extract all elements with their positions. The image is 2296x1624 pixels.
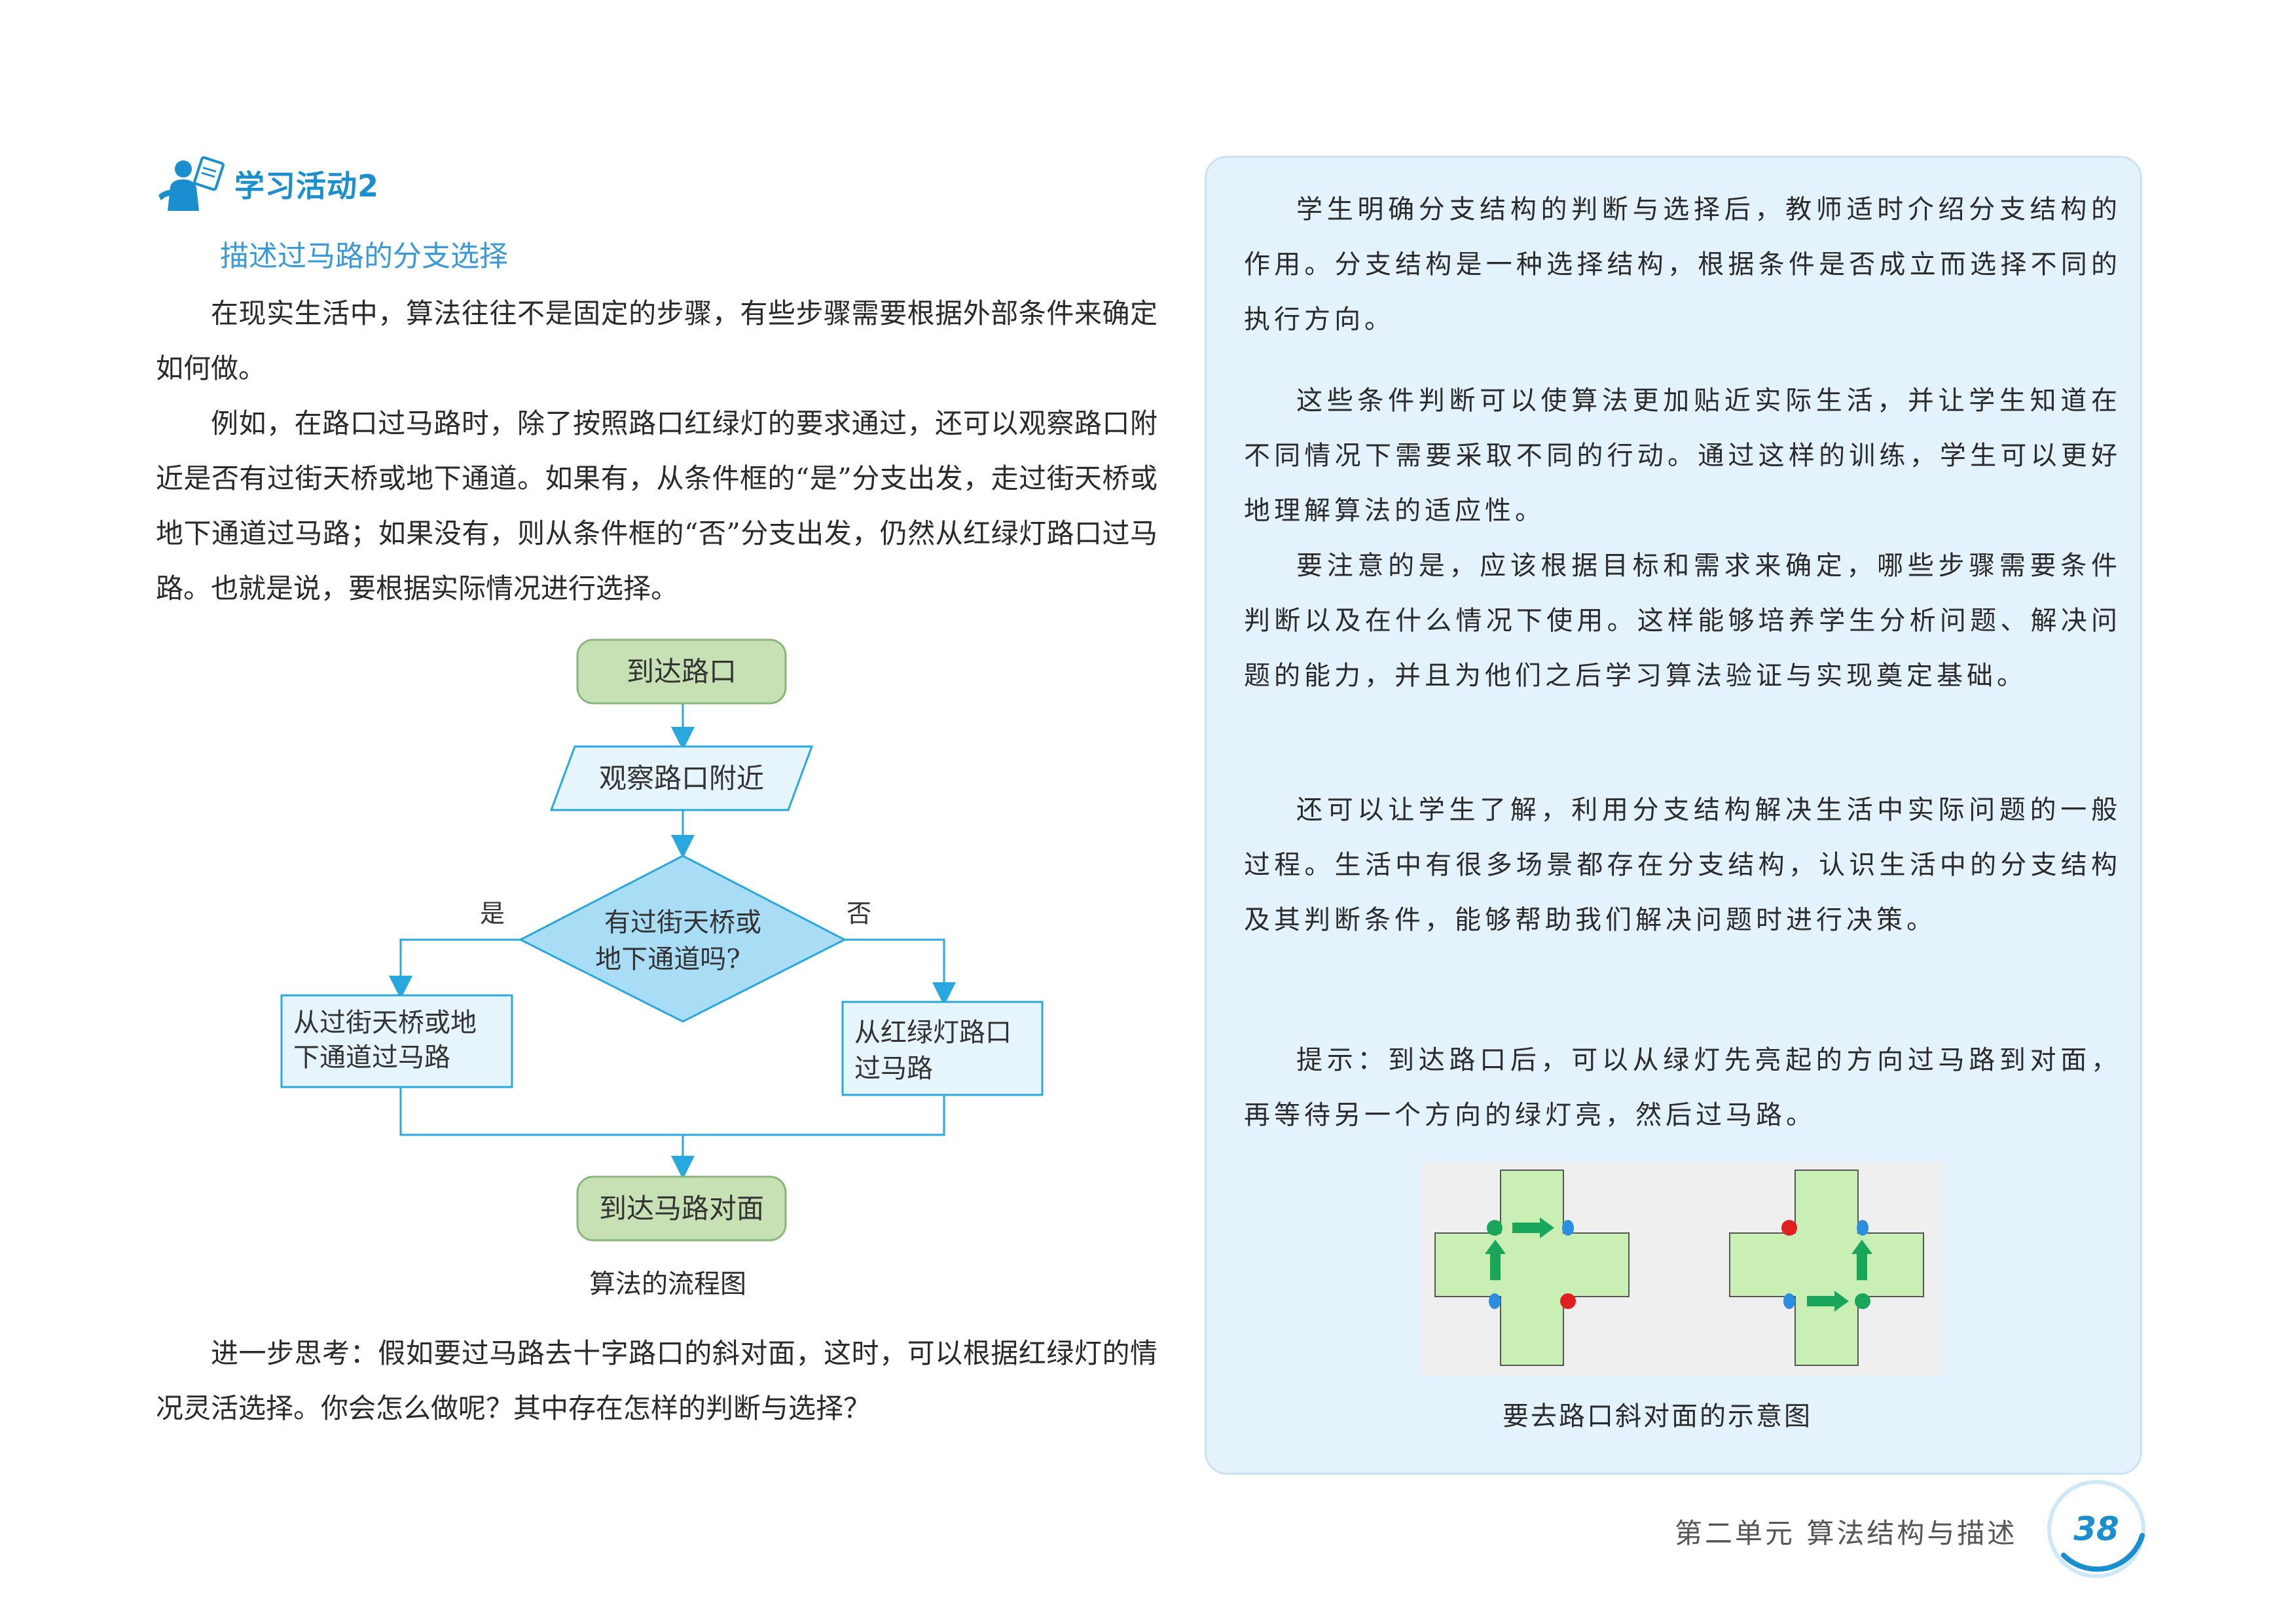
flowchart-caption: 算法的流程图 (589, 1269, 746, 1299)
page-number-badge: 38 (2044, 1477, 2149, 1581)
page-number: 38 (2073, 1510, 2119, 1548)
flow-decision-line2: 地下通道吗? (595, 944, 740, 974)
intersection-diagram (1421, 1162, 1944, 1375)
panel-paragraph-4: 还可以让学生了解，利用分支结构解决生活中实际问题的一般过程。生活中有很多场景都存… (1244, 795, 2121, 935)
connector-no (845, 938, 956, 1006)
panel-paragraph-1: 学生明确分支结构的判断与选择后，教师适时介绍分支结构的作用。分支结构是一种选择结… (1244, 194, 2121, 335)
flow-start-label: 到达路口 (627, 655, 737, 688)
page-number-ring (2047, 1480, 2145, 1578)
arrow-up-icon (1851, 1240, 1872, 1280)
traffic-light-blue (1857, 1220, 1868, 1236)
student-reading-icon (158, 156, 225, 211)
panel-block-1: 学生明确分支结构的判断与选择后，教师适时介绍分支结构的作用。分支结构是一种选择结… (1244, 182, 2121, 347)
traffic-light-red (1560, 1293, 1576, 1309)
flow-decision-line1: 有过街天桥或 (604, 908, 761, 938)
arrow-right-icon (1807, 1291, 1849, 1312)
flow-decision-node (518, 855, 847, 1023)
panel-paragraph-3: 要注意的是，应该根据目标和需求来确定，哪些步骤需要条件判断以及在什么情况下使用。… (1244, 551, 2121, 691)
flow-yes-label: 是 (480, 899, 505, 928)
panel-block-2: 这些条件判断可以使算法更加贴近实际生活，并让学生知道在不同情况下需要采取不同的行… (1244, 373, 2121, 703)
flow-end-node (576, 1175, 787, 1242)
traffic-light-green (1855, 1293, 1870, 1309)
flow-no-action-line2: 过马路 (854, 1054, 933, 1084)
panel-block-4: 提示：到达路口后，可以从绿灯先亮起的方向过马路到对面，再等待另一个方向的绿灯亮，… (1244, 1033, 2121, 1143)
connector-yes (389, 938, 520, 999)
algorithm-flowchart: 到达路口 观察路口附近 有过街天桥或 地下通道吗? 是 否 从过街天桥或地 下通… (280, 638, 1044, 1242)
flow-no-action-node (841, 1001, 1044, 1096)
flow-input-node (549, 745, 814, 811)
traffic-light-red (1781, 1220, 1797, 1236)
intersection-caption: 要去路口斜对面的示意图 (1503, 1401, 1812, 1431)
activity-title: 学习活动2 (234, 168, 380, 204)
traffic-light-blue (1783, 1293, 1795, 1309)
traffic-light-green (1487, 1220, 1503, 1236)
panel-paragraph-2: 这些条件判断可以使算法更加贴近实际生活，并让学生知道在不同情况下需要采取不同的行… (1244, 386, 2121, 526)
flow-yes-action-node (280, 994, 513, 1088)
further-thinking-paragraph: 进一步思考：假如要过马路去十字路口的斜对面，这时，可以根据红绿灯的情况灵活选择。… (156, 1337, 1157, 1424)
arrow-up-icon (1485, 1240, 1506, 1280)
traffic-light-blue (1562, 1220, 1574, 1236)
flow-start-node (576, 638, 787, 705)
flow-no-label: 否 (847, 899, 871, 928)
flow-no-action-line1: 从红绿灯路口 (854, 1018, 1011, 1048)
crossroad-left (1434, 1170, 1630, 1366)
footer-unit-title: 第二单元 算法结构与描述 (1675, 1517, 2018, 1549)
panel-hint-paragraph: 提示：到达路口后，可以从绿灯先亮起的方向过马路到对面，再等待另一个方向的绿灯亮，… (1244, 1045, 2121, 1130)
intro-paragraph-2: 例如，在路口过马路时，除了按照路口红绿灯的要求通过，还可以观察路口附近是否有过街… (156, 407, 1157, 604)
intro-text: 在现实生活中，算法往往不是固定的步骤，有些步骤需要根据外部条件来确定如何做。 例… (156, 286, 1157, 616)
panel-block-3: 还可以让学生了解，利用分支结构解决生活中实际问题的一般过程。生活中有很多场景都存… (1244, 783, 2121, 948)
flow-input-label: 观察路口附近 (599, 762, 764, 794)
flow-yes-action-line2: 下通道过马路 (293, 1043, 450, 1073)
arrow-right-icon (1512, 1217, 1554, 1238)
crossroad-right (1729, 1170, 1924, 1366)
flow-yes-action-line1: 从过街天桥或地 (293, 1008, 477, 1038)
intro-paragraph-1: 在现实生活中，算法往往不是固定的步骤，有些步骤需要根据外部条件来确定如何做。 (156, 297, 1157, 384)
section-title: 描述过马路的分支选择 (220, 240, 508, 273)
activity-heading: 学习活动2 (156, 155, 379, 213)
flow-end-label: 到达马路对面 (599, 1192, 764, 1225)
connector-merge (399, 1087, 945, 1136)
further-thinking-text: 进一步思考：假如要过马路去十字路口的斜对面，这时，可以根据红绿灯的情况灵活选择。… (156, 1326, 1157, 1436)
traffic-light-blue (1489, 1293, 1501, 1309)
